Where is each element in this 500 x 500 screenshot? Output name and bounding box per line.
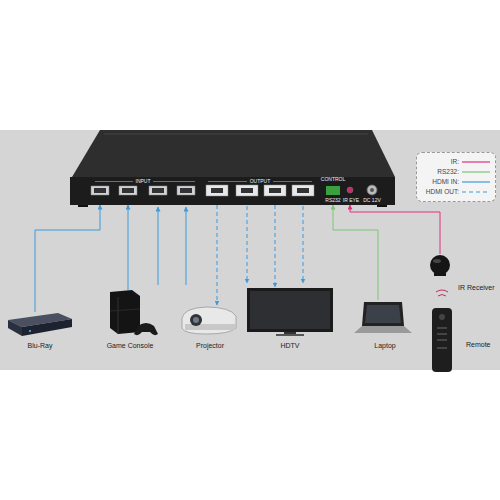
device-box: Projector [178,305,240,352]
remote-control [432,308,452,372]
port-label: INPUT [136,178,151,184]
legend-row: IR: [417,157,495,167]
device-label: Projector [196,342,224,350]
device-box: IR Receiver [428,254,498,294]
device-label: HDTV [280,342,299,350]
port-label: IR EYE [343,197,359,203]
laptop [354,302,412,333]
signal-connector [350,205,440,254]
matrix-housing [70,130,395,207]
wireless-symbol [436,290,448,296]
legend-text: HDMI IN: [432,178,459,185]
matrix-switcher: INPUT OUTPUT CONTROL RS232IR EYE DC 12V [70,130,395,205]
legend-line [461,169,491,175]
legend-line [462,191,490,192]
legend-row: HDMI IN: [417,177,495,187]
ir-receiver [430,255,450,276]
device-label: IR Receiver [458,284,495,292]
signal-connector [217,205,218,305]
port-label: CONTROL [321,176,345,182]
background-band [0,130,500,370]
legend-line [462,171,490,172]
device-box: HDTV [245,287,335,352]
legend-text: IR: [451,158,459,165]
legend-line [462,181,490,182]
device-box: Remote [428,305,498,373]
device-label: Laptop [374,342,395,350]
legend-line [461,159,491,165]
device-label: Blu-Ray [28,342,53,350]
port-label: RS232 [325,197,340,203]
legend-row: HDMI OUT: [417,187,495,197]
port-line [158,206,303,285]
legend-text: RS232: [437,168,459,175]
legend-line [462,161,490,162]
legend-box: IR: RS232: HDMI IN: HDMI OUT: [416,152,496,202]
signal-connector [333,205,378,300]
hdtv [247,288,333,336]
legend-line [461,179,491,185]
signal-connector [35,205,100,312]
port-label: DC 12V [363,197,381,203]
game-console [110,290,158,335]
device-label: Game Console [107,342,154,350]
signal-connector [275,205,276,287]
legend-line [461,189,491,195]
signal-connector [128,205,129,290]
projector [182,307,236,334]
port-label: OUTPUT [250,178,271,184]
device-box: Laptop [352,300,414,352]
legend-row: RS232: [417,167,495,177]
device-box: Blu-Ray [5,312,75,354]
device-label: Remote [466,341,491,349]
device-box: Game Console [103,290,163,352]
bluray-player [8,313,72,336]
legend-text: HDMI OUT: [426,188,459,195]
